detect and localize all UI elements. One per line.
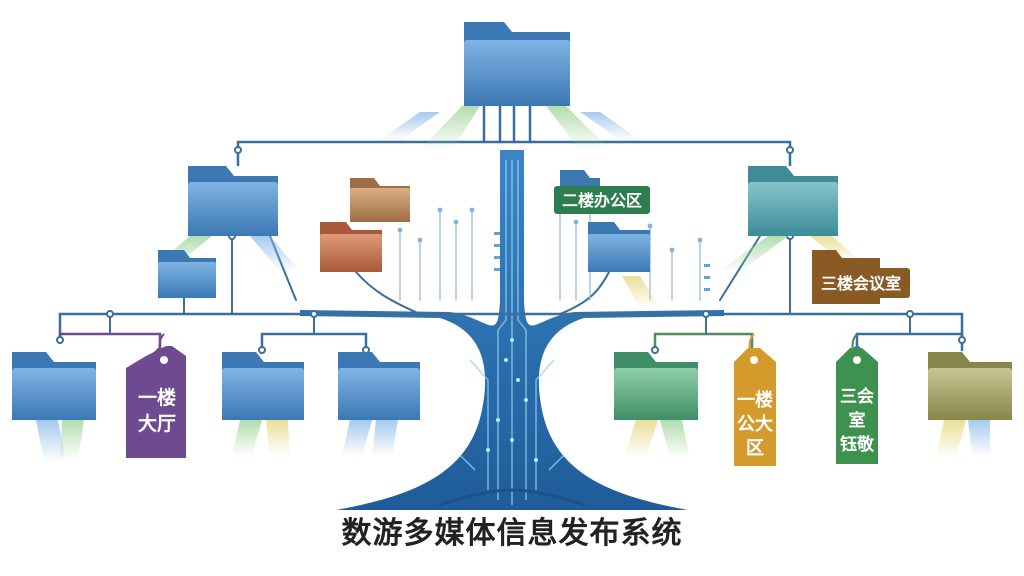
- folder-rust-icon: [320, 222, 382, 272]
- folder-right-small-icon: [588, 222, 650, 272]
- folder-right-main-icon: [748, 166, 838, 236]
- folder-bottom-1-icon: [12, 352, 96, 420]
- tag-meeting-line-3: 钰敬: [840, 434, 875, 455]
- root-folder-icon: [464, 22, 570, 106]
- tag-meeting-line-2: 室: [849, 410, 866, 431]
- tag-hall: 一楼 大厅: [126, 333, 186, 458]
- label-second-floor-office: 二楼办公区: [554, 186, 650, 214]
- label-third-floor-meeting: 三楼会议室: [812, 268, 910, 298]
- folder-left-main-icon: [188, 166, 278, 236]
- tag-public: 一楼 公大 区: [734, 333, 776, 466]
- folder-second-floor-icon: [560, 170, 600, 190]
- tag-meeting: 三会 室 钰敬: [836, 333, 878, 464]
- tag-hall-line-1: 一楼: [138, 386, 176, 409]
- folder-bottom-4-icon: [614, 352, 698, 420]
- label-second-floor-office-text: 二楼办公区: [562, 191, 642, 210]
- folder-left-small-icon: [158, 250, 216, 298]
- folder-bottom-5-icon: [928, 352, 1012, 420]
- circuit-lines: [56, 102, 966, 354]
- diagram-title: 数游多媒体信息发布系统: [341, 516, 683, 551]
- folder-bottom-2-icon: [222, 352, 304, 420]
- folder-tan-icon: [350, 178, 410, 222]
- tag-public-line-2: 公大: [737, 413, 773, 435]
- tag-meeting-line-1: 三会: [840, 386, 874, 407]
- label-third-floor-meeting-text: 三楼会议室: [821, 274, 901, 293]
- folder-bottom-3-icon: [338, 352, 420, 420]
- tree-trunk: [300, 150, 724, 510]
- tag-public-line-1: 一楼: [737, 389, 773, 411]
- tag-hall-line-2: 大厅: [138, 412, 176, 435]
- tag-public-line-3: 区: [746, 438, 764, 459]
